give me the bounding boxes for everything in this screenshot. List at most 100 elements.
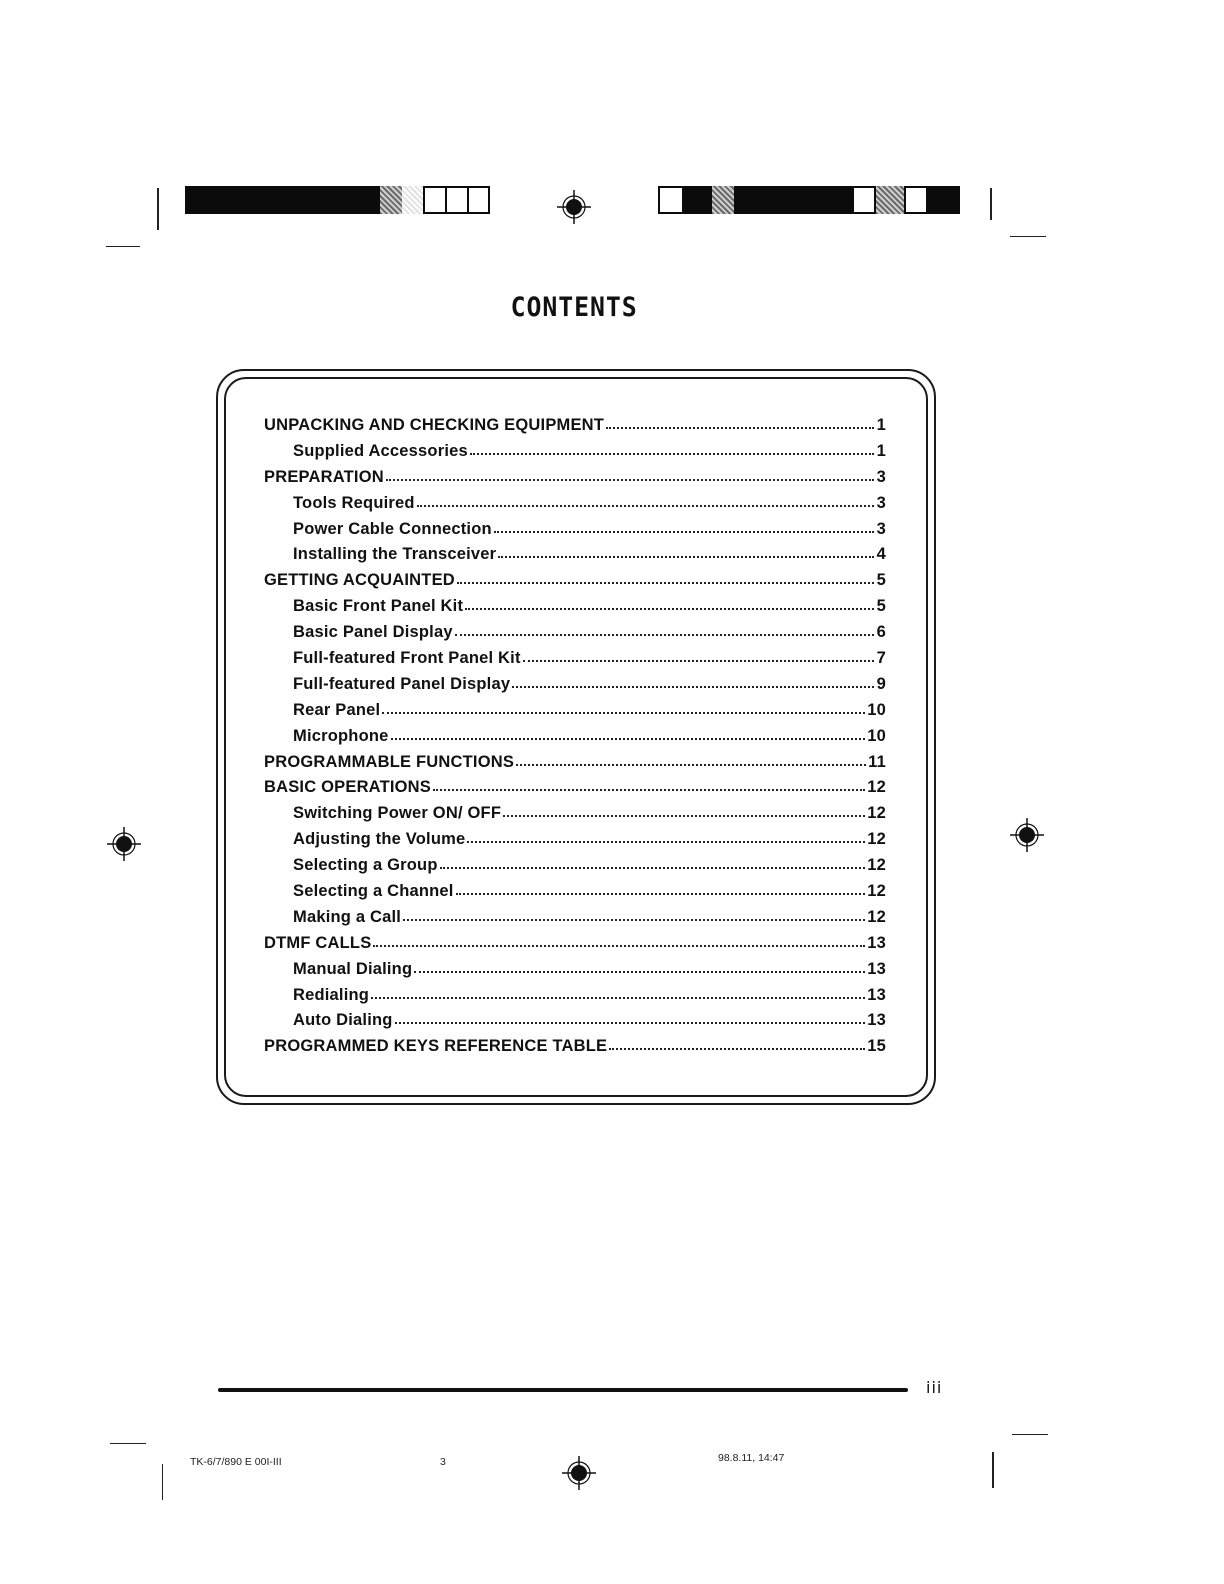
dot-leader [390, 734, 866, 740]
contents-frame [216, 369, 936, 1105]
toc-entry-page: 6 [876, 623, 886, 642]
dot-leader [522, 656, 874, 663]
table-of-contents: UNPACKING AND CHECKING EQUIPMENT 1 Suppli… [264, 416, 886, 1063]
toc-entry-title: BASIC OPERATIONS [264, 778, 431, 797]
bar-segment [380, 186, 402, 214]
registration-target-icon [562, 1456, 596, 1490]
crop-mark [106, 246, 140, 247]
toc-entry-page: 12 [867, 778, 886, 797]
toc-entry[interactable]: BASIC OPERATIONS 12 [264, 778, 886, 804]
dot-leader [606, 423, 874, 429]
toc-entry[interactable]: DTMF CALLS 13 [264, 934, 886, 960]
toc-entry-title: Selecting a Group [293, 856, 438, 875]
toc-entry[interactable]: Rear Panel 10 [264, 701, 886, 727]
toc-entry-page: 1 [876, 441, 886, 460]
dot-leader [493, 527, 874, 533]
toc-entry-title: Making a Call [293, 907, 402, 926]
toc-entry-page: 12 [867, 882, 886, 901]
registration-bar-left [185, 186, 490, 214]
toc-entry-page: 4 [876, 545, 886, 564]
registration-target-icon [107, 827, 141, 861]
toc-entry-page: 15 [867, 1037, 886, 1056]
registration-target-icon [557, 190, 591, 224]
toc-entry[interactable]: Supplied Accessories 1 [264, 442, 886, 468]
dot-leader [498, 552, 874, 559]
dot-leader [467, 837, 866, 844]
toc-entry[interactable]: PROGRAMMABLE FUNCTIONS 11 [264, 753, 886, 779]
toc-entry[interactable]: PREPARATION 3 [264, 468, 886, 494]
dot-leader [454, 630, 874, 637]
toc-entry-page: 12 [867, 830, 886, 849]
registration-target-icon [1010, 818, 1044, 852]
toc-entry[interactable]: GETTING ACQUAINTED 5 [264, 571, 886, 597]
toc-entry-title: PROGRAMMABLE FUNCTIONS [264, 752, 515, 771]
toc-entry-page: 7 [876, 649, 886, 668]
page-number: iii [926, 1378, 943, 1397]
crop-mark [1012, 1434, 1048, 1435]
crop-mark [992, 1452, 994, 1488]
toc-entry-page: 13 [867, 933, 886, 952]
toc-entry[interactable]: Auto Dialing 13 [264, 1011, 886, 1037]
toc-entry-title: GETTING ACQUAINTED [264, 571, 455, 590]
toc-entry-page: 13 [867, 1011, 886, 1030]
toc-entry-page: 11 [868, 752, 886, 771]
dot-leader [516, 760, 867, 766]
toc-entry-title: Redialing [293, 985, 370, 1004]
toc-entry-title: Supplied Accessories [293, 441, 468, 460]
toc-entry[interactable]: UNPACKING AND CHECKING EQUIPMENT 1 [264, 416, 886, 442]
crop-mark [162, 1464, 163, 1500]
dot-leader [469, 449, 874, 455]
toc-entry-title: Power Cable Connection [293, 519, 492, 538]
crop-mark [990, 188, 992, 220]
toc-entry-page: 10 [867, 700, 886, 719]
toc-entry-title: Basic Front Panel Kit [293, 597, 464, 616]
bar-segment [185, 186, 380, 214]
contents-frame-inner [224, 377, 928, 1097]
toc-entry-page: 3 [876, 493, 886, 512]
sheet-number: 3 [440, 1456, 446, 1468]
bar-segment [734, 186, 852, 214]
dot-leader [373, 941, 866, 947]
toc-entry-page: 3 [876, 467, 886, 486]
file-code: TK-6/7/890 E 00I-III [190, 1456, 282, 1468]
toc-entry[interactable]: Tools Required 3 [264, 494, 886, 520]
toc-entry-title: UNPACKING AND CHECKING EQUIPMENT [264, 416, 605, 434]
toc-entry-title: Full-featured Panel Display [293, 674, 511, 693]
dot-leader [414, 967, 866, 973]
toc-entry-title: DTMF CALLS [264, 933, 372, 952]
toc-entry-page: 5 [876, 571, 886, 590]
bar-segment [402, 186, 423, 214]
toc-entry-title: Installing the Transceiver [293, 545, 497, 564]
registration-bar-right [658, 186, 960, 214]
toc-entry[interactable]: Full-featured Panel Display 9 [264, 675, 886, 701]
bar-segment [712, 186, 734, 214]
dot-leader [382, 708, 866, 714]
bar-segment [852, 186, 876, 214]
footer-rule [218, 1388, 908, 1392]
toc-entry-page: 9 [876, 674, 886, 693]
toc-entry-page: 1 [876, 416, 886, 434]
bar-segment [876, 186, 904, 214]
toc-entry[interactable]: Installing the Transceiver 4 [264, 545, 886, 571]
toc-entry-title: Auto Dialing [293, 1011, 393, 1030]
toc-entry-title: Rear Panel [293, 700, 381, 719]
toc-entry-title: PREPARATION [264, 467, 384, 486]
dot-leader [433, 785, 866, 792]
crop-mark [110, 1443, 146, 1444]
toc-entry-title: Tools Required [293, 493, 415, 512]
print-datestamp: 98.8.11, 14:47 [718, 1452, 785, 1464]
bar-segment [928, 186, 960, 214]
